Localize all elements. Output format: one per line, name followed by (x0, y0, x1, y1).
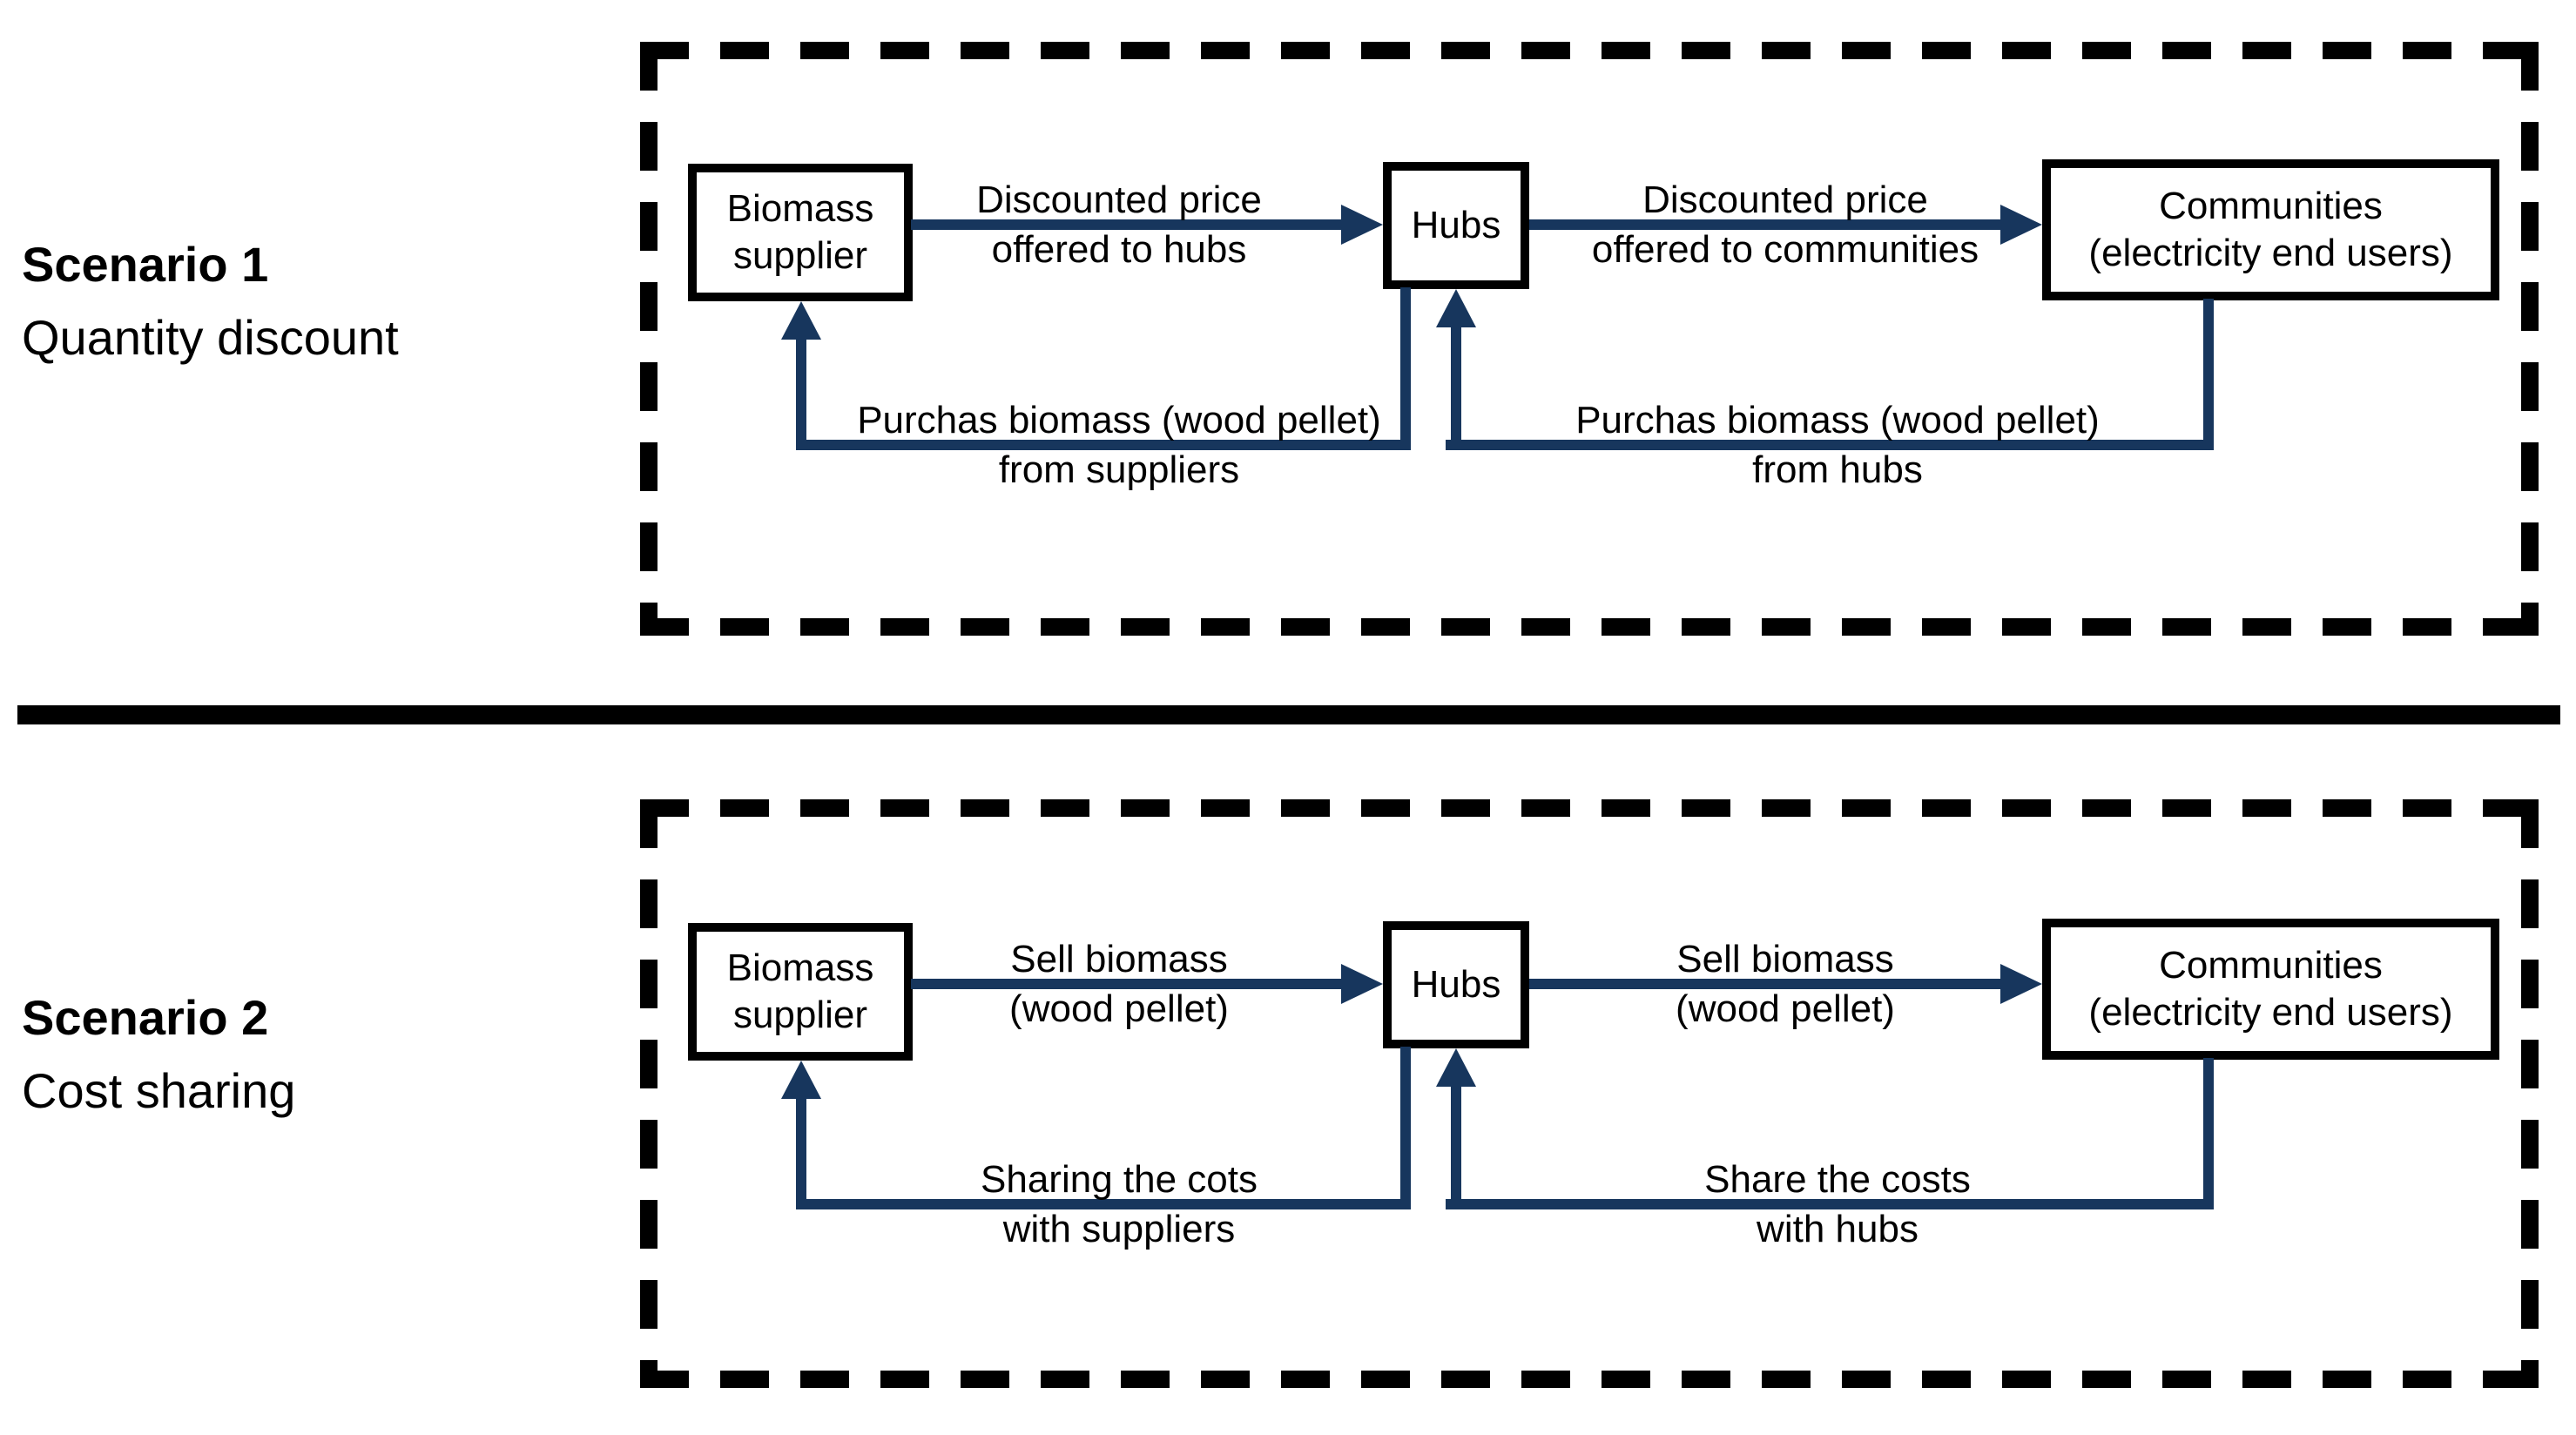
flow-label-line2: with suppliers (1002, 1208, 1236, 1250)
arrowhead-up-icon (781, 301, 821, 340)
return-arrow-segment (1451, 1083, 1461, 1204)
communities-sublabel-s1: (electricity end users) (2088, 232, 2453, 274)
arrow-hubs-to-communities-s2 (1529, 979, 2000, 989)
flow-label-line1: Discounted price (976, 179, 1262, 221)
section-divider (17, 705, 2560, 724)
flow-label-line1: Purchas biomass (wood pellet) (857, 399, 1381, 441)
arrowhead-right-icon (2000, 964, 2042, 1004)
flow-label-hubs-to-communities-s1: Discounted price offered to communities (1592, 175, 1979, 274)
scenario-2-title: Scenario 2 (22, 990, 269, 1045)
flow-label-communities-to-hubs-s2: Share the costs with hubs (1704, 1155, 1971, 1254)
scenario-2-panel-border-bottom (640, 1371, 2539, 1388)
biomass-supplier-label-s1: Biomass supplier (726, 187, 874, 277)
arrowhead-up-icon (1436, 1048, 1476, 1087)
arrow-hubs-to-communities-s1 (1529, 219, 2000, 230)
biomass-supplier-box-s1: Biomass supplier (688, 164, 913, 301)
scenario-1-title: Scenario 1 (22, 237, 269, 292)
hubs-label-s2: Hubs (1411, 963, 1501, 1006)
hubs-box-s2: Hubs (1383, 921, 1529, 1048)
return-arrow-segment (1446, 440, 2214, 450)
arrowhead-right-icon (1341, 964, 1383, 1004)
flow-label-line1: Discounted price (1642, 179, 1928, 221)
flow-label-line1: Share the costs (1704, 1158, 1971, 1201)
flow-label-hubs-to-communities-s2: Sell biomass (wood pellet) (1676, 934, 1895, 1034)
return-arrow-segment (1446, 1199, 2214, 1209)
arrow-supplier-to-hubs-s2 (911, 979, 1341, 989)
flow-label-line1: Sell biomass (1010, 938, 1228, 980)
scenario-1-panel-border-top (640, 42, 2539, 59)
flow-label-line2: from suppliers (998, 448, 1240, 491)
scenario-2-panel-border-left (640, 799, 657, 1388)
return-arrow-segment (796, 1095, 806, 1204)
flow-label-supplier-to-hubs-s2: Sell biomass (wood pellet) (1009, 934, 1229, 1034)
arrowhead-up-icon (781, 1061, 821, 1099)
hubs-label-s1: Hubs (1411, 204, 1501, 246)
communities-sublabel-s2: (electricity end users) (2088, 991, 2453, 1034)
flow-label-hubs-to-supplier-s2: Sharing the cots with suppliers (981, 1155, 1258, 1254)
return-arrow-segment (796, 1199, 1411, 1209)
flow-label-line2: (wood pellet) (1009, 987, 1229, 1030)
flow-label-line2: (wood pellet) (1676, 987, 1895, 1030)
scenario-1-subtitle: Quantity discount (22, 310, 399, 365)
flow-label-line1: Sharing the cots (981, 1158, 1258, 1201)
flow-label-line2: with hubs (1757, 1208, 1919, 1250)
communities-box-s1: Communities (electricity end users) (2042, 159, 2499, 300)
return-arrow-segment (2203, 1058, 2214, 1209)
flow-label-line2: offered to communities (1591, 228, 1979, 271)
scenario-1-panel-border-bottom (640, 618, 2539, 636)
return-arrow-segment (1451, 324, 1461, 445)
scenario-2-panel-border-right (2521, 799, 2539, 1388)
scenario-1-heading: Scenario 1 Quantity discount (22, 228, 399, 374)
arrow-supplier-to-hubs-s1 (911, 219, 1341, 230)
scenario-2-heading: Scenario 2 Cost sharing (22, 981, 295, 1128)
flow-label-hubs-to-supplier-s1: Purchas biomass (wood pellet) from suppl… (857, 395, 1381, 495)
scenario-1-panel-border-right (2521, 42, 2539, 636)
flow-label-supplier-to-hubs-s1: Discounted price offered to hubs (976, 175, 1262, 274)
return-arrow-segment (2203, 299, 2214, 450)
scenario-2-panel-border-top (640, 799, 2539, 817)
arrowhead-right-icon (2000, 205, 2042, 245)
flow-label-line2: offered to hubs (991, 228, 1247, 271)
flow-label-line2: from hubs (1752, 448, 1923, 491)
return-arrow-segment (796, 440, 1411, 450)
return-arrow-segment (796, 336, 806, 445)
communities-label-s2: Communities (2159, 944, 2383, 987)
return-arrow-segment (1400, 1047, 1411, 1209)
biomass-supplier-box-s2: Biomass supplier (688, 923, 913, 1061)
flow-label-communities-to-hubs-s1: Purchas biomass (wood pellet) from hubs (1575, 395, 2100, 495)
scenario-1-panel-border-left (640, 42, 657, 636)
scenario-2-subtitle: Cost sharing (22, 1063, 296, 1118)
hubs-box-s1: Hubs (1383, 162, 1529, 289)
flow-label-line1: Purchas biomass (wood pellet) (1575, 399, 2100, 441)
communities-box-s2: Communities (electricity end users) (2042, 919, 2499, 1060)
flow-label-line1: Sell biomass (1676, 938, 1894, 980)
communities-label-s1: Communities (2159, 185, 2383, 227)
biomass-supplier-label-s2: Biomass supplier (726, 947, 874, 1036)
arrowhead-right-icon (1341, 205, 1383, 245)
return-arrow-segment (1400, 287, 1411, 450)
arrowhead-up-icon (1436, 289, 1476, 327)
